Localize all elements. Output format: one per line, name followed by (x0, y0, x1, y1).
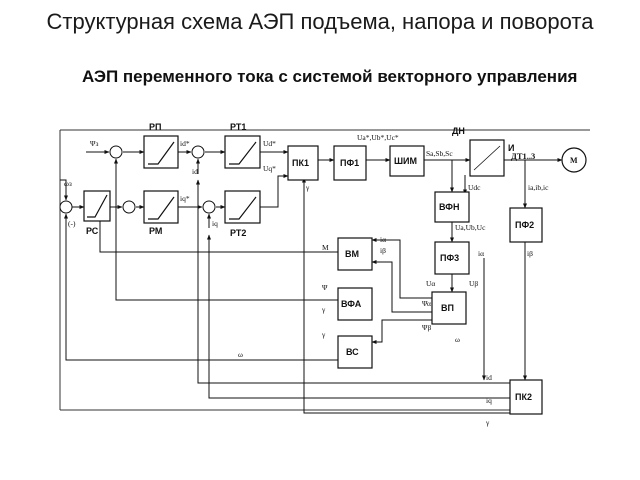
block-vs: ВС (337, 335, 373, 369)
block-inverter: И ДН (452, 126, 514, 177)
summer-id (191, 145, 205, 159)
sig-psi-alpha: Ψα (422, 299, 431, 308)
frame-lines (59, 129, 590, 411)
label-vfn: ВФН (439, 202, 459, 212)
sig-iq: iq (212, 219, 218, 228)
sig-minus: (-) (68, 219, 76, 228)
block-rt2: РТ2 (224, 190, 261, 238)
block-pf1: ПФ1 (333, 145, 367, 181)
sig-gamma-vs: γ (321, 330, 326, 339)
sig-id-fb: id (486, 373, 492, 382)
sig-uabc-ref: Ua*,Ub*,Uc* (357, 133, 399, 142)
sig-iabc: ia,ib,ic (528, 183, 549, 192)
signal-wires (60, 150, 563, 414)
sig-psi-set: Ψз (90, 139, 99, 148)
label-shim: ШИМ (394, 156, 417, 166)
sig-u-alpha: Uα (426, 279, 435, 288)
label-pf1: ПФ1 (340, 158, 359, 168)
summer-psi (109, 145, 123, 159)
sig-u-beta: Uβ (469, 279, 478, 288)
block-pk2: ПК2 (509, 379, 543, 415)
block-pk1: ПК1 (287, 145, 319, 181)
label-vm: ВМ (345, 249, 359, 259)
slide-subtitle: АЭП переменного тока с системой векторно… (82, 67, 578, 86)
sig-omega-vp: ω (455, 335, 460, 344)
sig-ud-ref: Ud* (263, 139, 276, 148)
label-motor: М (570, 156, 578, 165)
sig-udc: Udc (468, 183, 481, 192)
sig-m: M (322, 243, 329, 252)
label-vp: ВП (441, 303, 454, 313)
label-vfa: ВФА (341, 299, 362, 309)
label-vs: ВС (346, 347, 359, 357)
summer-omega (59, 200, 73, 214)
sig-psi: Ψ (322, 283, 328, 292)
motor-symbol: М ДТ1..3 (511, 147, 587, 173)
sig-gamma-pk1: γ (305, 183, 310, 192)
block-shim: ШИМ (389, 145, 425, 177)
label-rs: РС (86, 226, 99, 236)
label-rp: РП (149, 122, 161, 132)
sig-iq-fb: iq (486, 396, 492, 405)
slide-title: Структурная схема АЭП подъема, напора и … (46, 9, 594, 34)
label-rt1: РТ1 (230, 122, 246, 132)
label-pf3: ПФ3 (440, 253, 459, 263)
block-vp: ВП (431, 291, 467, 325)
sig-id: id (192, 167, 198, 176)
summer-m (122, 200, 136, 214)
sig-i-beta: iβ (527, 249, 533, 258)
label-rm: РМ (149, 226, 162, 236)
sig-gamma: γ (321, 305, 326, 314)
sig-i-alpha-vm: iα (380, 235, 386, 244)
sig-omega: ω (238, 350, 243, 359)
sig-psi-beta: Ψβ (422, 323, 432, 332)
block-vfa: ВФА (337, 287, 373, 321)
sig-uq-ref: Uq* (263, 164, 276, 173)
sig-gamma-fb: γ (485, 418, 490, 427)
sig-uabc: Ua,Ub,Uc (455, 223, 486, 232)
block-pf2: ПФ2 (509, 207, 543, 243)
sig-omega-set: ωз (64, 179, 72, 188)
label-pf2: ПФ2 (515, 220, 534, 230)
signal-labels: Ψз id* Ud* id ωз (-) iq* Uq* iq γ Ua*,Ub… (64, 133, 549, 427)
block-rs: РС (83, 190, 111, 236)
label-dt: ДТ1..3 (511, 151, 535, 161)
label-rt2: РТ2 (230, 228, 246, 238)
sig-id-ref: id* (180, 139, 190, 148)
label-pk1: ПК1 (292, 158, 309, 168)
sig-iq-ref: iq* (180, 194, 190, 203)
sig-sabc: Sa,Sb,Sc (426, 149, 453, 158)
block-rm: РМ (143, 190, 179, 236)
summing-junctions (59, 145, 216, 214)
block-vm: ВМ (337, 237, 373, 271)
sig-i-beta-vm: iβ (380, 246, 386, 255)
label-dn: ДН (452, 126, 465, 136)
sig-i-alpha: iα (478, 249, 484, 258)
block-vfn: ВФН (434, 191, 470, 223)
block-pf3: ПФ3 (434, 241, 470, 275)
block-rt1: РТ1 (224, 122, 261, 169)
label-inverter: И (508, 143, 514, 153)
summer-iq (202, 200, 216, 214)
block-rp: РП (143, 122, 179, 169)
label-pk2: ПК2 (515, 392, 532, 402)
